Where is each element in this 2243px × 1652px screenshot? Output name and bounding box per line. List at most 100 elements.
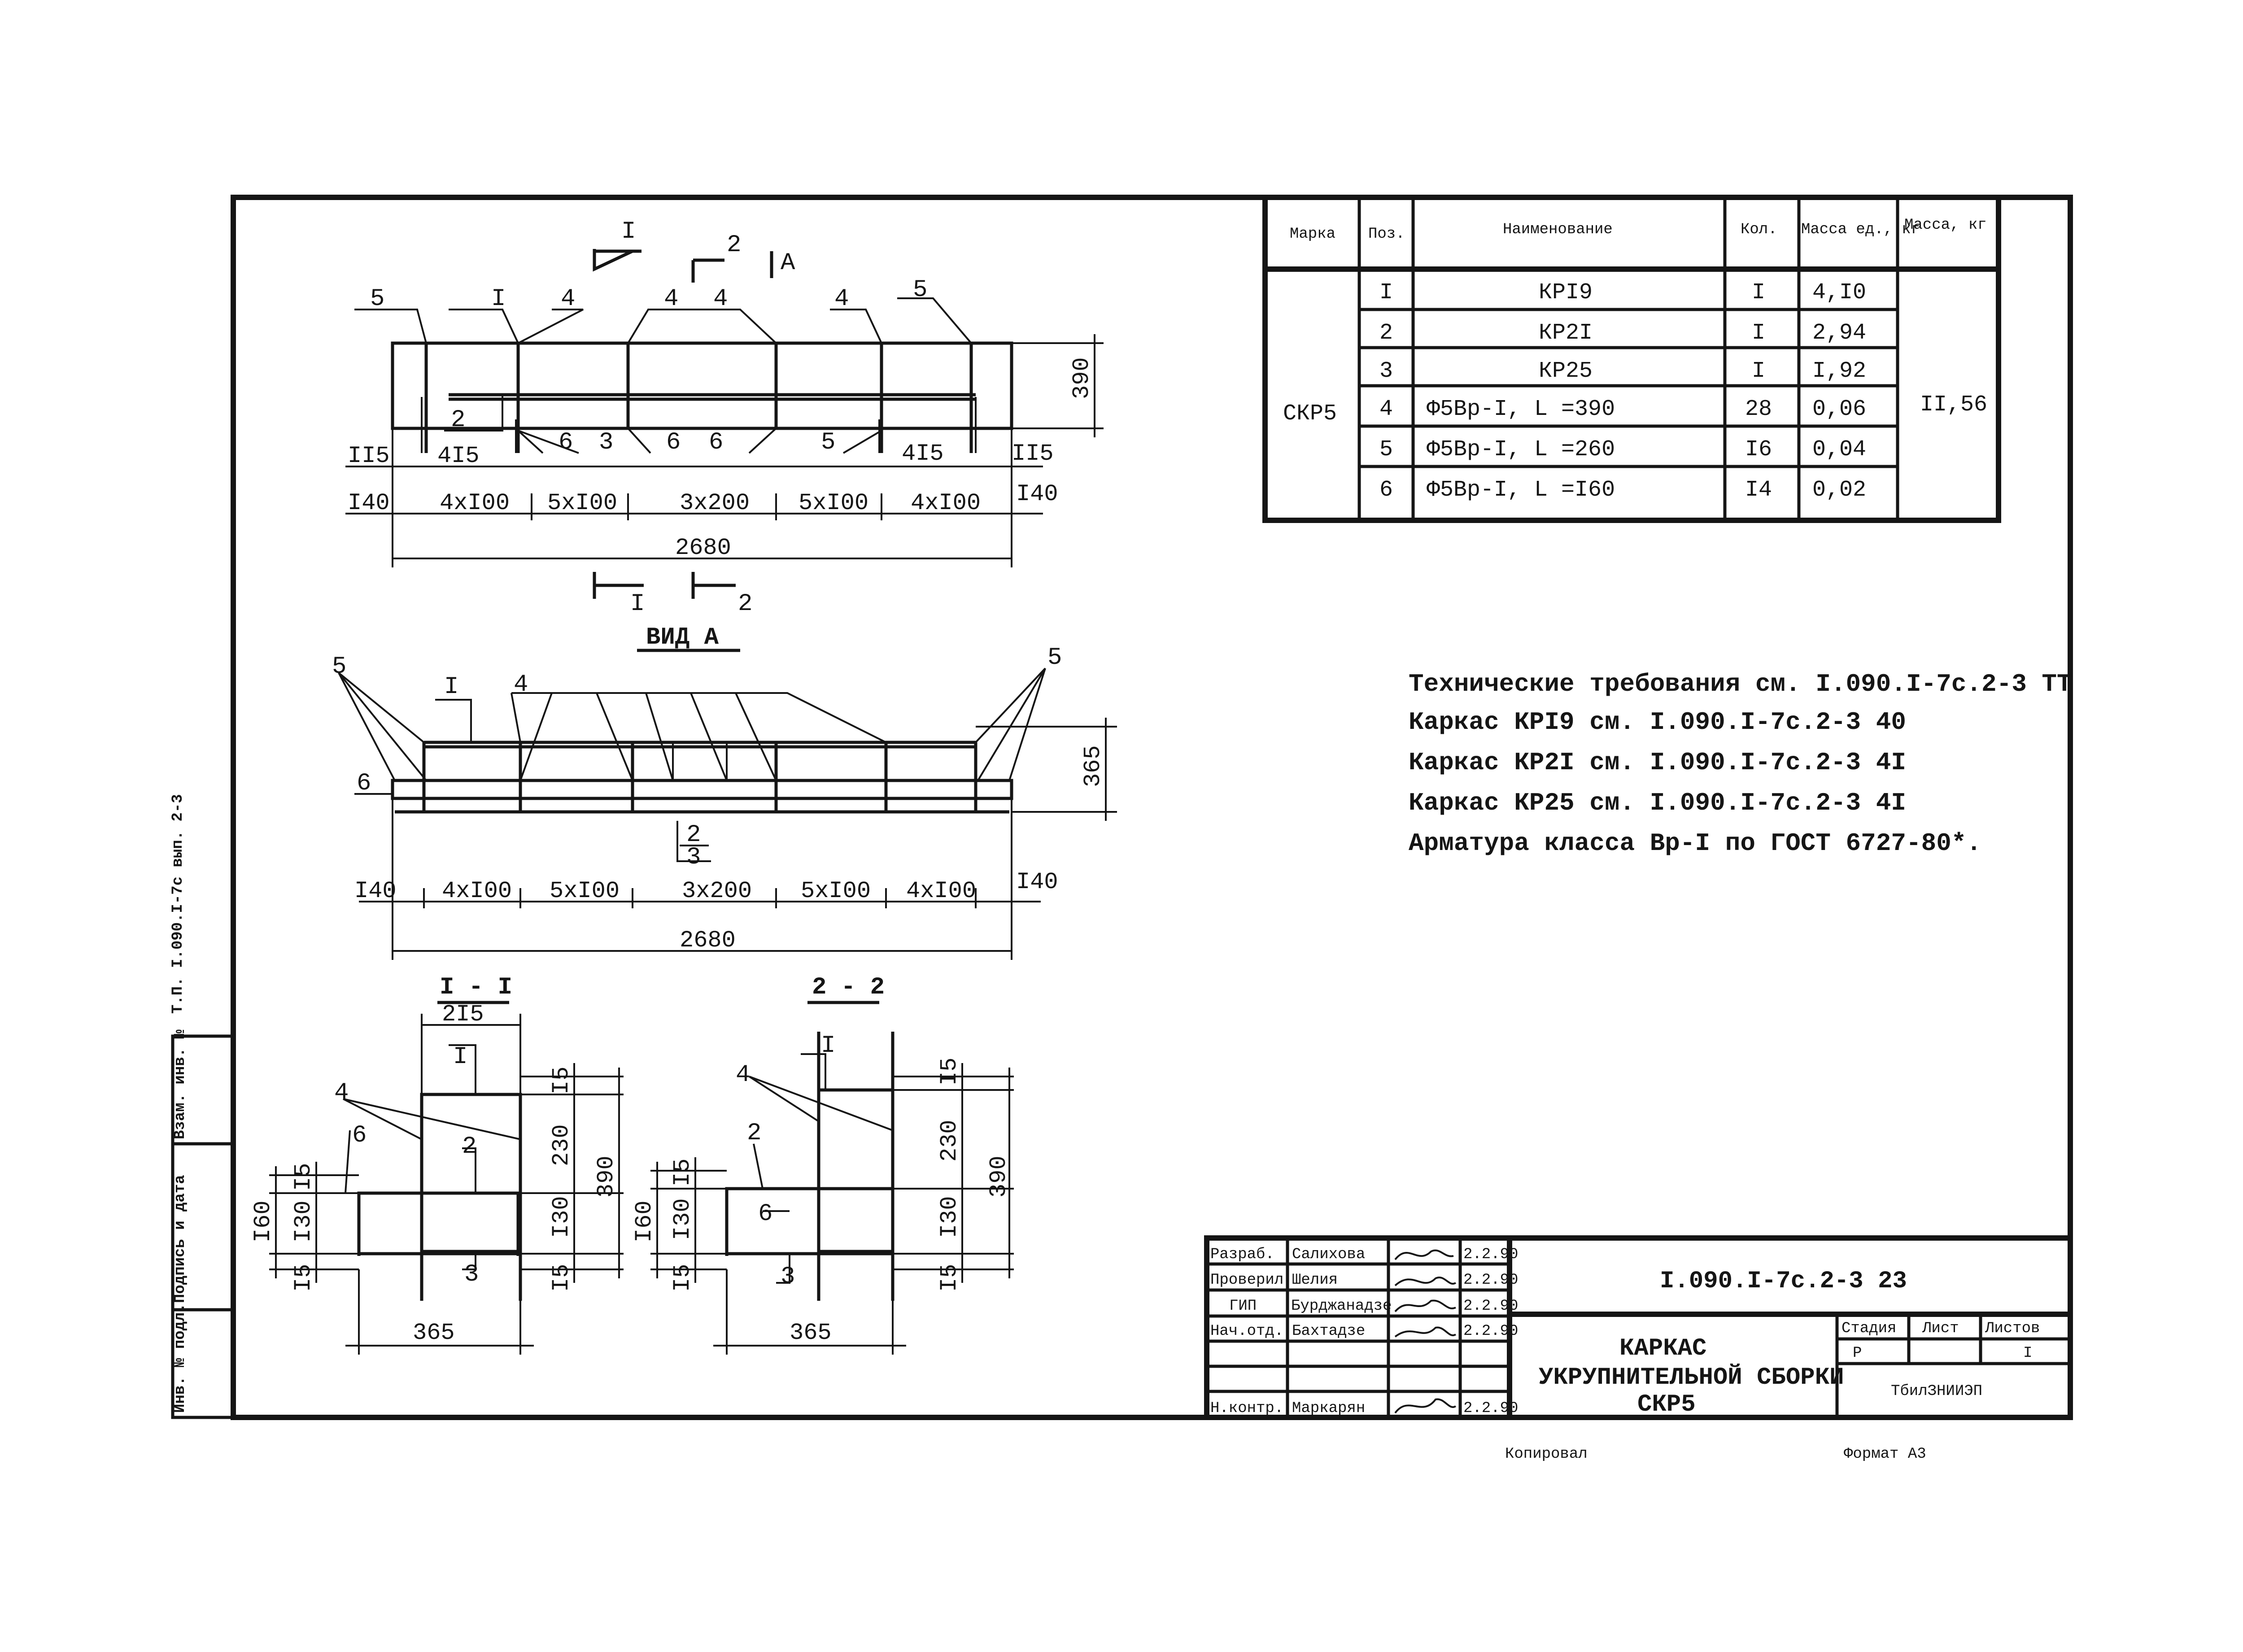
- note-line: Каркас КР2I см. I.090.I-7с.2-3 4I: [1409, 748, 1906, 777]
- title-role: Н.контр.: [1210, 1400, 1283, 1417]
- title-date: 2.2.90: [1463, 1298, 1518, 1315]
- title-line: КАРКАС: [1619, 1335, 1706, 1362]
- plan-mark: 3: [599, 429, 613, 456]
- title-date: 2.2.90: [1463, 1246, 1518, 1263]
- plan-mark: 5: [821, 429, 835, 456]
- plan-mark: 4: [561, 285, 575, 313]
- spec-row-unit-mass: 0,02: [1812, 477, 1866, 503]
- spec-row-name: КРI9: [1539, 280, 1593, 305]
- note-line: Каркас КРI9 см. I.090.I-7с.2-3 40: [1409, 708, 1906, 737]
- view-a-dim: I40: [354, 878, 397, 904]
- spec-row-unit-mass: 2,94: [1812, 320, 1866, 346]
- spec-row-pos: 2: [1379, 320, 1393, 346]
- spec-row-name: Ф5Вр-I, L =260: [1427, 437, 1615, 462]
- plan-mark: I: [491, 285, 506, 313]
- title-role: Проверил: [1210, 1272, 1283, 1289]
- view-a-title: ВИД А: [646, 624, 719, 651]
- plan-dim: I40: [1016, 481, 1058, 507]
- view-a-dim: 3x200: [682, 878, 752, 904]
- section-1-dim: I30: [290, 1200, 317, 1242]
- view-a-dim: I40: [1016, 869, 1058, 895]
- view-a-dim: 5xI00: [550, 878, 620, 904]
- title-line: СКР5: [1637, 1391, 1696, 1418]
- section-2-dim: I30: [669, 1198, 696, 1240]
- section-2-2: 2 - 2 I 4 2 6 3 I5 230 390 I30 I5: [631, 974, 1014, 1355]
- view-a-mark: 6: [357, 770, 371, 797]
- section-mark-bottom: I: [630, 590, 645, 618]
- note-line: Арматура класса Вр-I по ГОСТ 6727-80*.: [1409, 829, 1981, 858]
- view-a-mark: I: [444, 673, 458, 701]
- section-2-mark: I: [821, 1032, 835, 1059]
- spec-row-unit-mass: I,92: [1812, 358, 1866, 384]
- footer-copied: Копировал: [1505, 1446, 1588, 1463]
- plan-dim: II5: [1012, 440, 1054, 467]
- spec-row-qty: 28: [1745, 397, 1772, 422]
- title-role: Нач.отд.: [1210, 1323, 1283, 1340]
- spec-header-pos: Поз.: [1368, 226, 1405, 243]
- section-2-title: 2 - 2: [812, 974, 885, 1001]
- title-date: 2.2.90: [1463, 1272, 1518, 1289]
- plan-mark: 4: [713, 285, 728, 313]
- section-mark-top: А: [781, 249, 795, 277]
- spec-row-name: КР2I: [1539, 320, 1593, 346]
- view-a-dim: 5xI00: [801, 878, 871, 904]
- plan-mark: 5: [913, 276, 927, 304]
- title-stage-label: Стадия: [1842, 1320, 1896, 1337]
- title-role: ГИП: [1229, 1298, 1257, 1315]
- title-date: 2.2.90: [1463, 1323, 1518, 1340]
- spec-header-mark: Марка: [1290, 226, 1335, 243]
- section-2-dim: 390: [986, 1155, 1012, 1198]
- section-1-dim: 390: [593, 1155, 620, 1198]
- spec-row-qty: I4: [1745, 477, 1772, 503]
- title-role: Разраб.: [1210, 1246, 1274, 1263]
- spec-mark-cell: СКР5: [1283, 401, 1337, 427]
- spec-row-pos: 4: [1379, 397, 1393, 422]
- footer: Копировал Формат А3: [1505, 1446, 1926, 1463]
- spec-row-qty: I: [1752, 320, 1765, 346]
- notes-block: Технические требования см. I.090.I-7с.2-…: [1409, 670, 2072, 858]
- plan-dim: 4xI00: [440, 490, 510, 516]
- title-sheet-label: Лист: [1922, 1320, 1959, 1337]
- footer-format: Формат А3: [1844, 1446, 1926, 1463]
- signature: [1394, 1398, 1457, 1414]
- side-label-inv-podl: Инв. № подл.: [172, 1303, 189, 1413]
- spec-row-qty: I: [1752, 280, 1765, 305]
- section-1-title: I - I: [440, 974, 512, 1001]
- plan-dim: 5xI00: [799, 490, 868, 516]
- section-2-mark: 3: [781, 1263, 795, 1290]
- spec-row-name: Ф5Вр-I, L =I60: [1427, 477, 1615, 503]
- section-1-mark: I: [453, 1043, 467, 1071]
- side-label-podpis: Подпись и дата: [172, 1175, 189, 1303]
- spec-row-unit-mass: 0,06: [1812, 397, 1866, 422]
- plan-mark: 6: [666, 429, 681, 456]
- section-2-dim: I5: [669, 1264, 696, 1292]
- plan-mark: 4: [664, 285, 678, 313]
- section-2-mark: 2: [747, 1120, 761, 1147]
- view-a-mark: 2: [686, 821, 701, 849]
- plan-mark: 2: [451, 406, 465, 434]
- section-1-mark: 6: [352, 1122, 367, 1149]
- title-name: Маркарян: [1292, 1400, 1365, 1417]
- view-a-mark: 5: [1047, 644, 1062, 671]
- title-name: Шелия: [1292, 1272, 1338, 1289]
- view-a: ВИД А 5 I 4 5: [332, 624, 1117, 960]
- section-1-1: I - I 2I5 I 4 6 2 3 I5 230 390: [250, 974, 624, 1355]
- spec-row-qty: I: [1752, 358, 1765, 384]
- section-1-dim: I5: [290, 1163, 317, 1191]
- spec-row-unit-mass: 4,I0: [1812, 280, 1866, 305]
- plan-dim-total: 2680: [675, 535, 731, 561]
- section-1-dim: I60: [250, 1200, 276, 1242]
- spec-row-pos: 6: [1379, 477, 1393, 503]
- spec-row-pos: 5: [1379, 437, 1393, 462]
- section-2-dim: I60: [631, 1200, 658, 1242]
- section-1-dim: 2I5: [442, 1001, 484, 1028]
- spec-row: 3 КР25 I I,92: [1379, 358, 1866, 384]
- side-doc-ref: Т.П. I.090.I-7с вып. 2-3: [170, 794, 187, 1014]
- section-1-dim: I5: [548, 1067, 575, 1094]
- spec-header-name: Наименование: [1503, 221, 1613, 238]
- view-a-mark: 5: [332, 653, 346, 680]
- signature: [1394, 1299, 1456, 1312]
- plan-dim: 4I5: [437, 443, 480, 469]
- section-1-dim: I5: [548, 1264, 575, 1292]
- section-1-dim: I5: [290, 1264, 317, 1292]
